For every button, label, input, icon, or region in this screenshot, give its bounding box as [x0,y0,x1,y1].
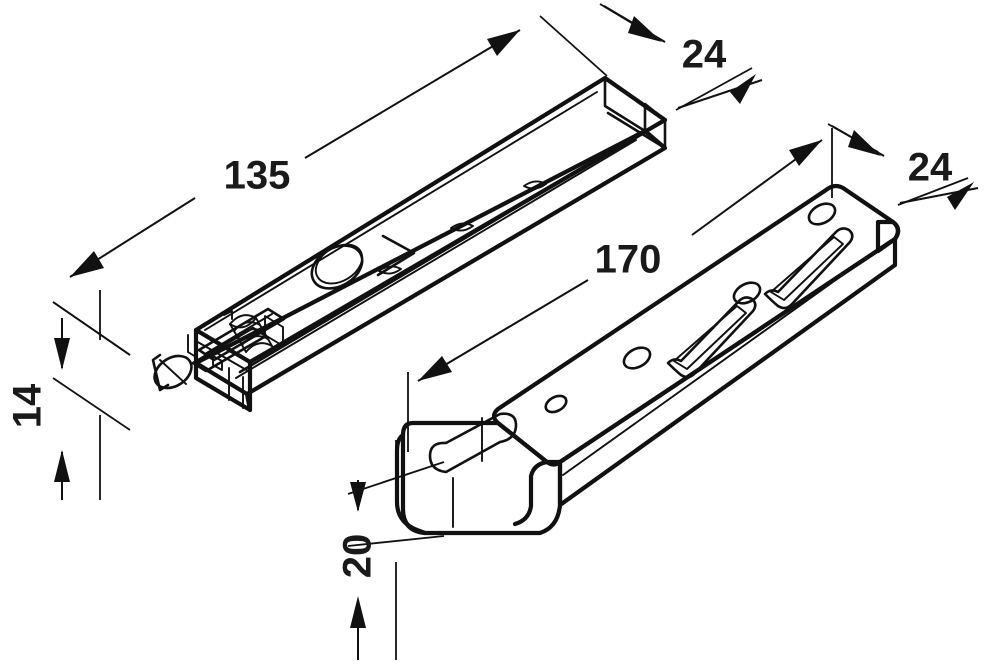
dim170-arrow-left [418,356,452,381]
left-channel-lip-left [187,334,197,358]
dim135-line-a [304,29,521,159]
dim20-arrow-bottom [350,596,366,628]
left-channel-part [151,75,668,413]
dim135-arrow-left [70,251,104,277]
right-bracket-hole-2 [732,281,762,305]
coil-spring [229,314,273,353]
left-channel-bottom-corner [244,391,253,413]
left-channel-plate-step [376,234,416,277]
left-channel-inner-groove-edge [238,129,647,374]
dim24L-arrow-b [730,74,756,104]
screw-head [151,353,193,392]
left-channel-top-back-edge [194,76,607,332]
right-bracket-hole-1 [807,202,837,226]
left-channel-dimple-1 [523,180,547,190]
right-bracket-slot-2-outer [666,296,757,379]
dimension-24-left: 24 [599,3,763,111]
dimension-14: 14 [6,290,131,500]
dim24R-arrow-a [848,130,881,156]
dimension-20: 20 [336,440,445,660]
dim135-arrow-right [487,30,520,56]
right-bracket-slot-1-inner [770,236,844,301]
dim170-arrow-right [789,140,822,166]
dim20-ext-bottom [347,535,445,547]
spring-tab [223,310,233,320]
right-bracket-hole-4 [544,394,568,414]
dim24L-arrow-a [628,16,662,42]
dim14-ext-bottom [52,377,131,431]
left-channel-round-boss-inner [314,243,364,285]
right-bracket-front-crease [562,238,894,476]
left-channel-inner-groove-edge2 [235,139,637,379]
dim170-label: 170 [595,238,662,282]
dim24-right-label: 24 [908,146,953,190]
dim14-label: 14 [6,383,50,428]
spring-plunger-shaft-line [204,313,273,355]
dim14-arrow-top [54,338,70,370]
right-bracket-hole-3 [622,346,652,370]
left-channel-spring-assembly [151,307,286,409]
spring-tab-2 [212,355,223,371]
dim14-ext-top [52,301,131,356]
left-channel-top-lip [204,91,598,331]
screw-shank [151,353,170,392]
screw-slot [159,359,187,385]
right-bracket-step-curve [512,459,550,527]
dim14-arrow-bottom [54,450,70,482]
right-bracket-slot-2-inner [673,305,747,370]
right-bracket-top-face [491,183,901,467]
left-channel-dimple-3 [378,265,402,275]
dim135-ext-right [539,15,608,77]
dim20-label: 20 [336,534,380,579]
right-bracket-oval-slot [428,412,518,474]
dimension-24-right: 24 [827,123,979,210]
dim135-label: 135 [224,154,291,198]
right-bracket-left-block-bottom [394,432,428,536]
left-channel-endface-line [195,340,251,373]
left-channel-dimple-2 [450,222,474,232]
dim24-left-label: 24 [682,33,727,77]
dim20-arrow-top [350,482,366,512]
dim24L-ext-lower [675,67,753,111]
right-bracket-slot-1-outer [763,227,854,310]
dimension-135: 135 [52,15,608,356]
dimension-170: 170 [407,128,833,452]
left-channel-top-wall [193,75,668,365]
dim24R-arrow-b [947,182,974,210]
